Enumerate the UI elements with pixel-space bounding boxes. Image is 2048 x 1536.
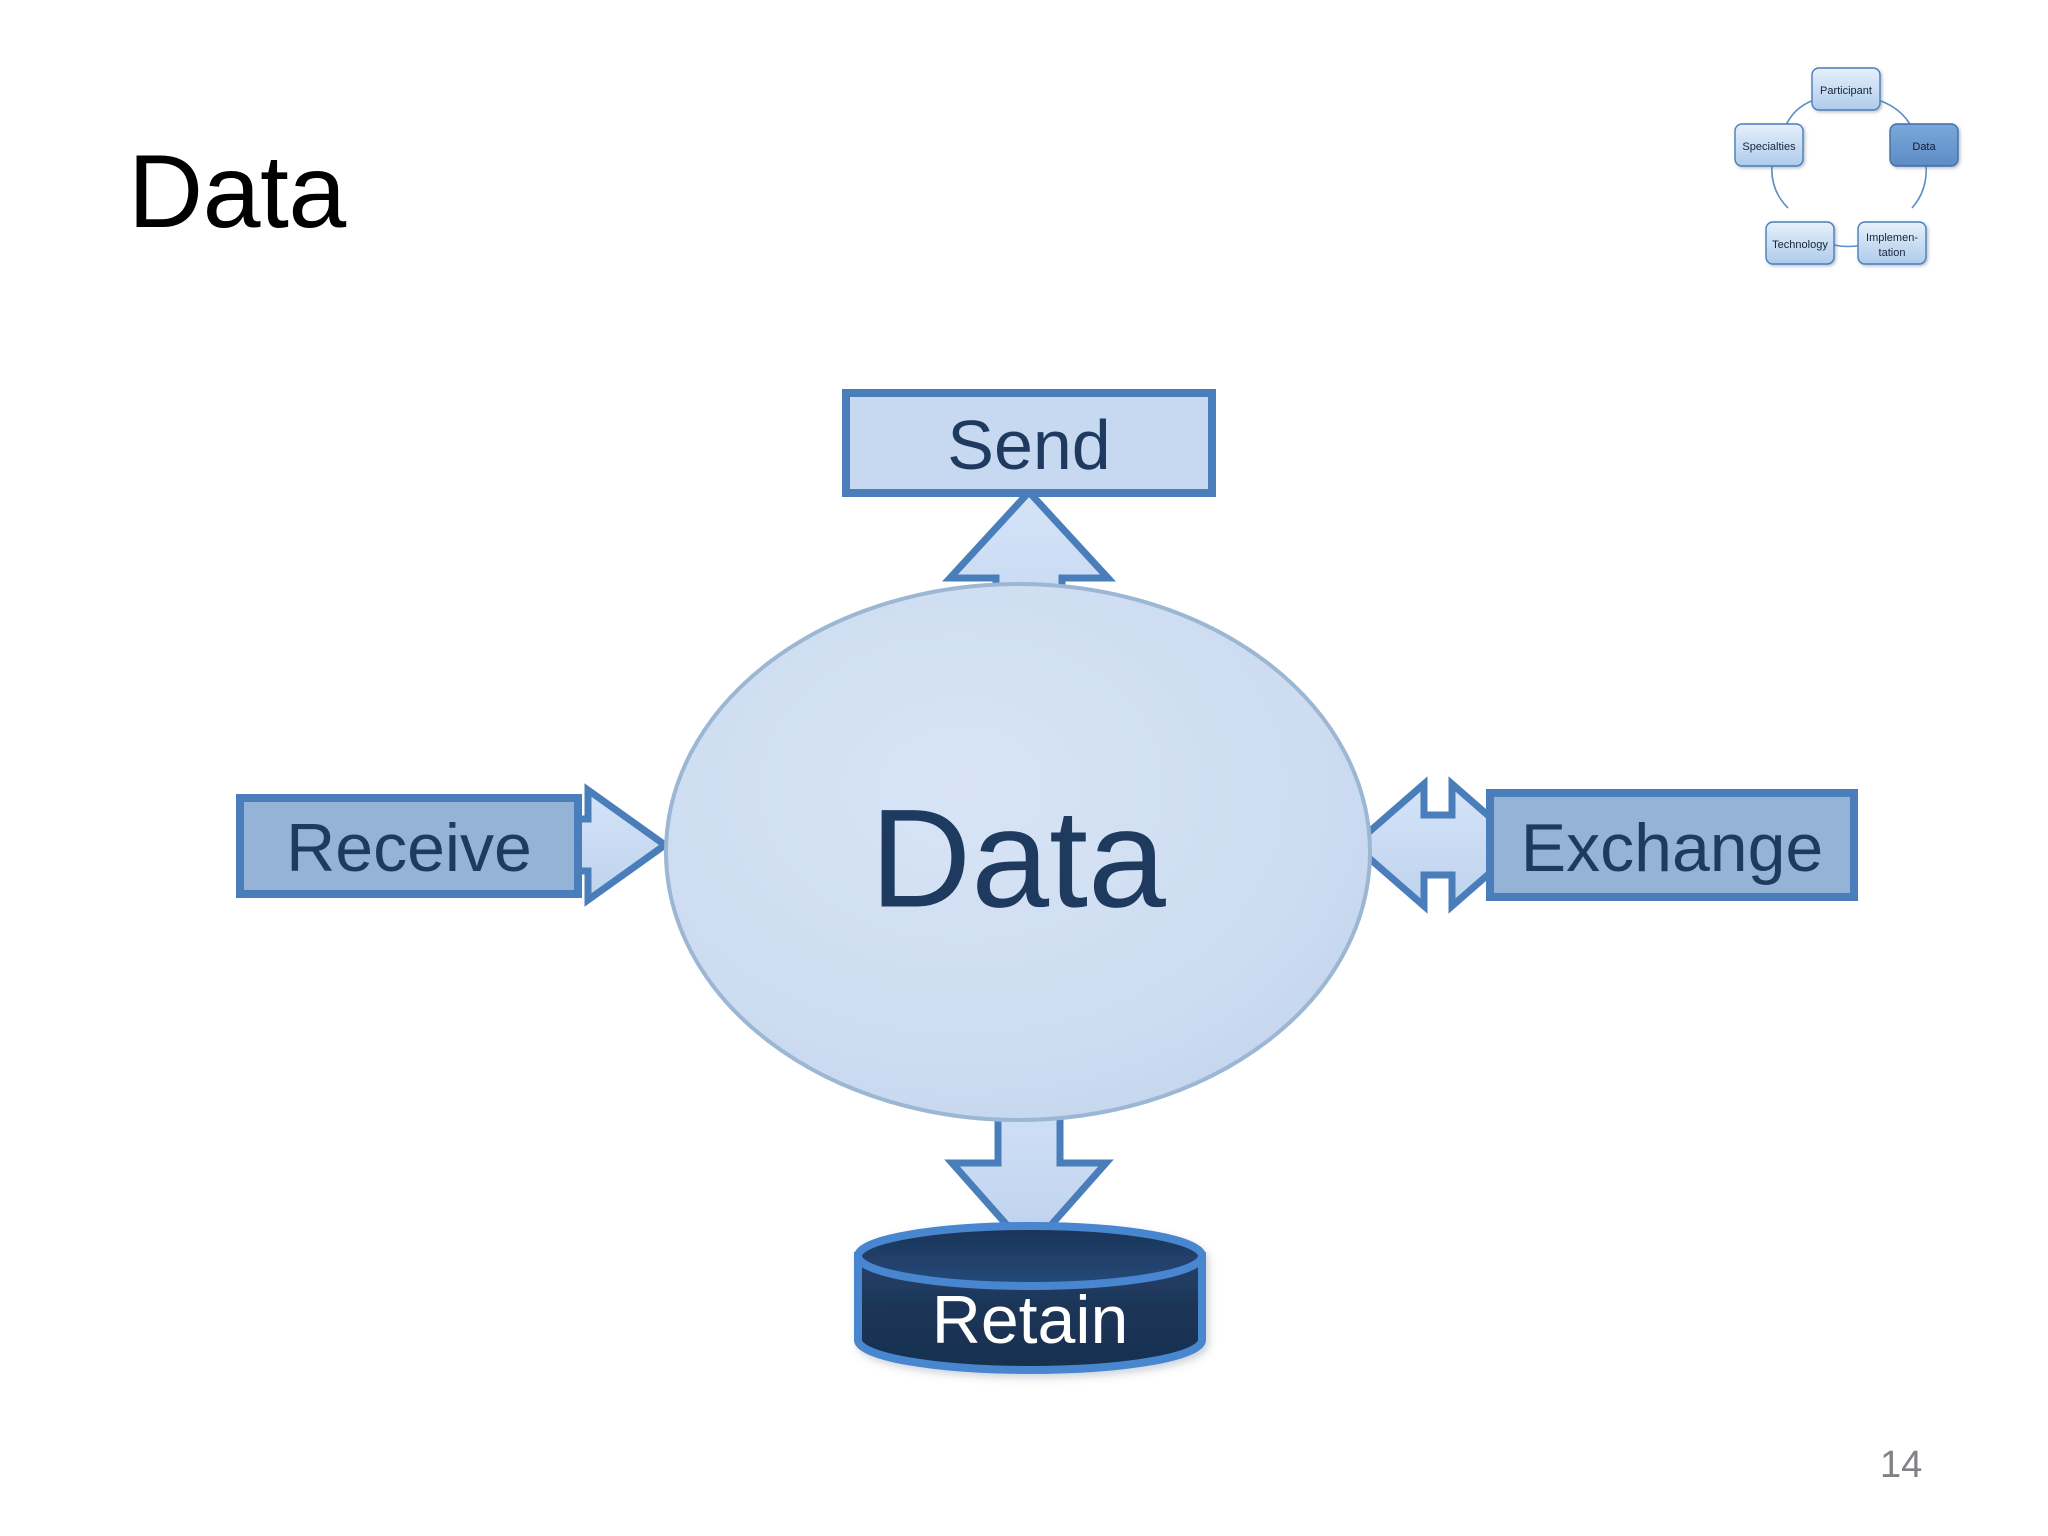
mini-node-technology-label: Technology bbox=[1772, 239, 1828, 251]
node-retain[interactable]: Retain bbox=[854, 1222, 1206, 1374]
node-receive-label: Receive bbox=[286, 810, 532, 886]
mini-node-data-label: Data bbox=[1912, 141, 1936, 153]
node-retain-top bbox=[854, 1222, 1206, 1290]
mini-node-specialties[interactable]: Specialties bbox=[1734, 123, 1804, 167]
node-exchange[interactable]: Exchange bbox=[1486, 789, 1858, 901]
mini-node-implementation[interactable]: Implemen- tation bbox=[1857, 221, 1927, 265]
page-title: Data bbox=[128, 134, 346, 250]
mini-node-implementation-label-line1: Implemen- bbox=[1866, 232, 1918, 244]
page-number: 14 bbox=[1880, 1444, 1923, 1486]
mini-node-specialties-label: Specialties bbox=[1742, 141, 1796, 153]
mini-node-technology-shape bbox=[1765, 221, 1835, 265]
hub-data-ellipse[interactable]: Data bbox=[664, 582, 1372, 1122]
mini-node-implementation-label-line2: tation bbox=[1879, 247, 1906, 259]
node-send-shape bbox=[842, 389, 1216, 497]
node-exchange-shape bbox=[1486, 789, 1858, 901]
mini-node-data[interactable]: Data bbox=[1889, 123, 1959, 167]
mini-node-data-shape bbox=[1889, 123, 1959, 167]
node-retain-label: Retain bbox=[932, 1282, 1129, 1358]
mini-node-participant-shape bbox=[1811, 67, 1881, 111]
navigation-overview-diagram[interactable]: Participant Specialties Data Technology … bbox=[1730, 62, 2006, 294]
mini-node-participant[interactable]: Participant bbox=[1811, 67, 1881, 111]
node-receive[interactable]: Receive bbox=[236, 794, 582, 898]
mini-node-specialties-shape bbox=[1734, 123, 1804, 167]
mini-node-technology[interactable]: Technology bbox=[1765, 221, 1835, 265]
node-exchange-label: Exchange bbox=[1521, 810, 1823, 886]
hub-data-label: Data bbox=[870, 780, 1166, 937]
hub-data-ellipse-shape bbox=[664, 582, 1372, 1122]
node-receive-shape bbox=[236, 794, 582, 898]
mini-node-implementation-shape bbox=[1857, 221, 1927, 265]
mini-node-participant-label: Participant bbox=[1820, 85, 1872, 97]
node-send-label: Send bbox=[947, 406, 1110, 484]
node-send[interactable]: Send bbox=[842, 389, 1216, 497]
